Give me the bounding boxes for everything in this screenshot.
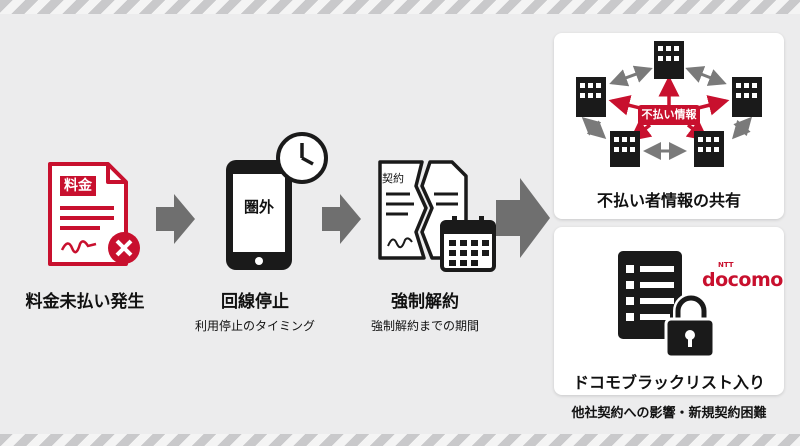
ntt-mark: NTT — [718, 261, 734, 269]
blacklist-subtitle: 他社契約への影響・新規契約困難 — [571, 406, 767, 421]
contract-label: 契約 — [382, 172, 404, 185]
info-sharing-card: 不払い情報 不払い者情報の共有 — [554, 33, 784, 219]
bill-label: 料金 — [64, 178, 92, 194]
flow-arrow-icon — [322, 192, 362, 250]
flow-arrow-icon — [156, 192, 196, 250]
bottom-hazard-stripe — [0, 434, 800, 446]
top-hazard-stripe — [0, 0, 800, 14]
step-title-cancellation: 強制解約 — [391, 292, 459, 312]
step-subtitle-cancellation: 強制解約までの期間 — [370, 319, 479, 333]
docomo-logo: docomo — [702, 269, 783, 291]
step-title-unpaid: 料金未払い発生 — [25, 292, 145, 312]
blacklist-card: NTT docomo ドコモブラックリスト入り — [554, 227, 784, 395]
company-network-diagram — [576, 41, 762, 167]
step-subtitle-suspension: 利用停止のタイミング — [194, 319, 315, 333]
out-of-service-label: 圏外 — [243, 198, 274, 216]
step-title-suspension: 回線停止 — [221, 292, 289, 312]
branch-arrow-icon — [496, 174, 552, 266]
torn-contract-icon — [376, 158, 498, 276]
locked-list-icon — [618, 251, 714, 359]
sharing-card-title: 不払い者情報の共有 — [596, 191, 741, 210]
out-of-service-phone-icon — [222, 128, 332, 274]
bill-document-icon — [46, 160, 146, 272]
unpaid-info-badge: 不払い情報 — [641, 108, 697, 121]
blacklist-card-title: ドコモブラックリスト入り — [572, 373, 765, 392]
